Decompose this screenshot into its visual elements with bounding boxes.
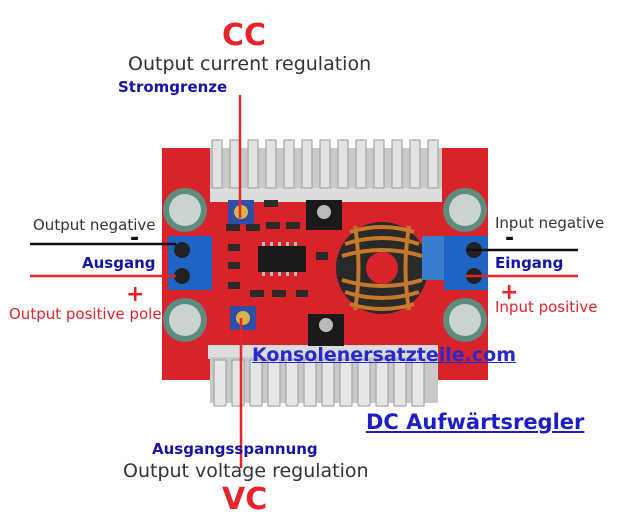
output-positive-label: Output positive pole xyxy=(9,305,162,323)
voltage-potentiometer xyxy=(230,306,256,330)
input-terminal xyxy=(444,236,488,290)
vc-label: VC xyxy=(222,482,268,517)
output-negative-label: Output negative xyxy=(33,216,156,234)
output-positive-sign: + xyxy=(126,282,145,307)
vc-german-label: Ausgangsspannung xyxy=(152,440,318,458)
cc-description: Output current regulation xyxy=(128,53,372,75)
input-positive-sign: + xyxy=(500,280,519,305)
top-heatsink xyxy=(210,139,442,202)
input-positive-label: Input positive xyxy=(495,298,598,316)
diode xyxy=(422,236,444,280)
input-negative-label: Input negative xyxy=(495,214,605,232)
input-negative-sign: - xyxy=(505,226,515,251)
output-negative-sign: - xyxy=(130,226,140,251)
ic-chip xyxy=(258,246,306,272)
capacitors xyxy=(163,188,487,342)
vc-description: Output voltage regulation xyxy=(123,460,369,482)
output-german-label: Ausgang xyxy=(82,254,156,272)
watermark-link[interactable]: Konsolenersatzteile.com xyxy=(252,344,516,366)
inductor-coil xyxy=(336,222,428,314)
product-title: DC Aufwärtsregler xyxy=(366,410,585,434)
cc-label: CC xyxy=(222,18,267,53)
cc-german-label: Stromgrenze xyxy=(118,78,228,96)
input-german-label: Eingang xyxy=(495,254,564,272)
smd-components xyxy=(226,200,328,297)
